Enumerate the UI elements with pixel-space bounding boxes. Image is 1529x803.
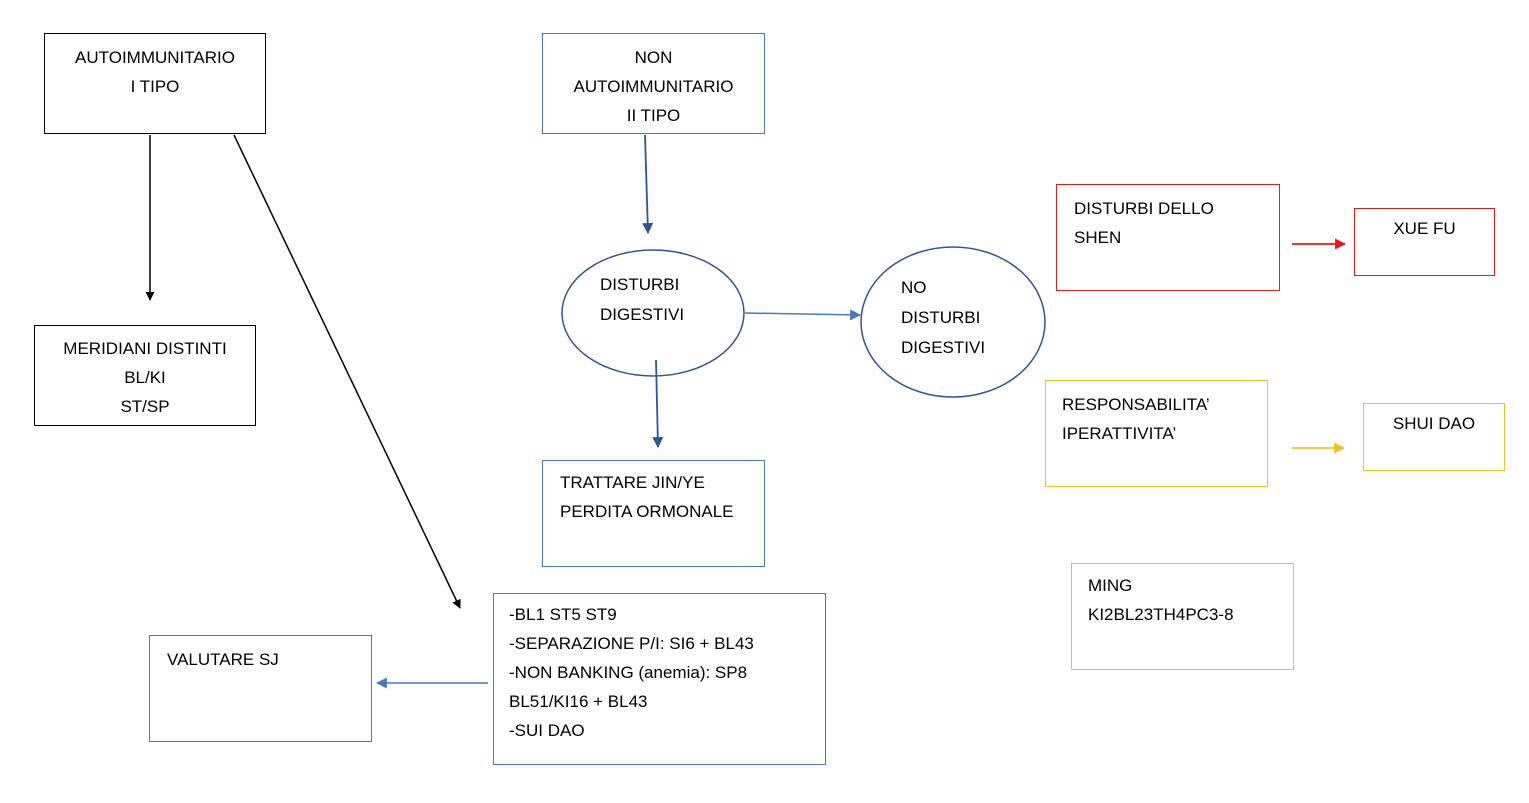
shui-dao-line-1: SHUI DAO [1392,414,1476,433]
responsabilita-line-2: IPERATTIVITA’ [1062,424,1177,443]
no-disturbi-line-1: NO [901,278,927,297]
non-autoimmune-type2-box: NON AUTOIMMUNITARIO II TIPO [542,33,765,134]
trattare-line-2: PERDITA ORMONALE [560,502,734,521]
non-autoimmune-line-2: AUTOIMMUNITARIO [573,77,734,96]
arrow-disturbi-to-no-disturbi [744,309,862,321]
no-disturbi-line-2: DISTURBI [901,308,981,327]
disturbi-digestivi-line-2: DIGESTIVI [600,305,685,324]
responsabilita-box: RESPONSABILITA’ IPERATTIVITA’ [1045,380,1268,487]
treatment-list-box: -BL1 ST5 ST9 -SEPARAZIONE P/I: SI6 + BL4… [493,593,826,765]
shen-line-1: DISTURBI DELLO [1074,199,1214,218]
trattare-jin-ye-box: TRATTARE JIN/YE PERDITA ORMONALE [542,460,765,567]
disturbi-shen-box: DISTURBI DELLO SHEN [1056,184,1280,291]
shui-dao-box: SHUI DAO [1363,403,1505,471]
disturbi-digestivi-ellipse [561,249,745,377]
non-autoimmune-line-3: II TIPO [626,106,681,125]
no-disturbi-line-3: DIGESTIVI [901,338,986,357]
ming-line-2: KI2BL23TH4PC3-8 [1088,605,1234,624]
treatment-line-3: -NON BANKING (anemia): SP8 [509,663,748,682]
autoimmune-type1-box: AUTOIMMUNITARIO I TIPO [44,33,266,134]
treatment-line-5: -SUI DAO [509,721,585,740]
treatment-line-1: -BL1 ST5 ST9 [509,605,617,624]
treatment-line-4: BL51/KI16 + BL43 [509,692,648,711]
xue-fu-line-1: XUE FU [1393,219,1456,238]
arrow-disturbi-to-trattare [652,359,664,449]
responsabilita-line-1: RESPONSABILITA’ [1062,395,1210,414]
arrow-autoimmune-to-treatment-list [233,134,461,609]
treatment-line-2: -SEPARAZIONE P/I: SI6 + BL43 [509,634,754,653]
meridiani-distinti-box: MERIDIANI DISTINTI BL/KI ST/SP [34,325,256,426]
trattare-line-1: TRATTARE JIN/YE [560,473,705,492]
non-autoimmune-line-1: NON [634,48,673,67]
meridiani-line-2: BL/KI [124,368,166,387]
autoimmune-line-1: AUTOIMMUNITARIO [75,48,235,67]
disturbi-digestivi-label: DISTURBI DIGESTIVI [600,270,684,330]
ming-line-1: MING [1088,576,1133,595]
valutare-sj-box: VALUTARE SJ [149,635,372,742]
arrow-non-autoimmune-to-disturbi [642,134,654,235]
valutare-sj-line-1: VALUTARE SJ [167,650,279,669]
meridiani-line-3: ST/SP [120,397,170,416]
autoimmune-line-2: I TIPO [130,77,180,96]
ming-box: MING KI2BL23TH4PC3-8 [1071,563,1294,670]
disturbi-digestivi-line-1: DISTURBI [600,275,680,294]
meridiani-line-1: MERIDIANI DISTINTI [63,339,227,358]
no-disturbi-digestivi-label: NO DISTURBI DIGESTIVI [901,273,985,363]
xue-fu-box: XUE FU [1354,208,1495,276]
shen-line-2: SHEN [1074,228,1122,247]
no-disturbi-digestivi-ellipse [860,246,1046,398]
